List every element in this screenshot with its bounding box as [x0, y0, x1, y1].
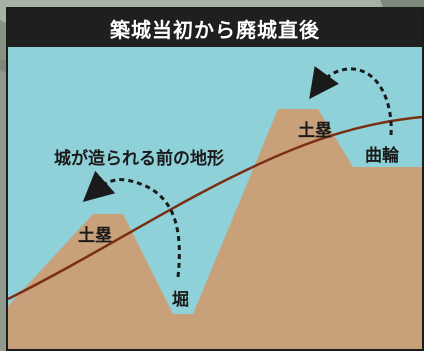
- original-terrain-label: 城が造られる前の地形: [54, 148, 224, 169]
- moat-label: 堀: [172, 290, 189, 310]
- earth-profile: [8, 109, 422, 349]
- kuruwa-label: 曲輪: [365, 145, 400, 166]
- dorui-right-label: 土塁: [298, 120, 332, 141]
- diagram-title: 築城当初から廃城直後: [110, 17, 320, 42]
- left-dashed-arrow: [82, 170, 181, 278]
- dorui-left-label: 土塁: [78, 225, 112, 246]
- title-bar: 築城当初から廃城直後: [8, 9, 422, 47]
- diagram-panel: 城が造られる前の地形 土塁 土塁 堀 曲輪 築城当初から廃城直後: [6, 7, 424, 351]
- original-terrain-line: [8, 115, 422, 301]
- terrain-diagram: 城が造られる前の地形 土塁 土塁 堀 曲輪: [8, 66, 422, 349]
- right-dashed-arrow: [309, 66, 393, 136]
